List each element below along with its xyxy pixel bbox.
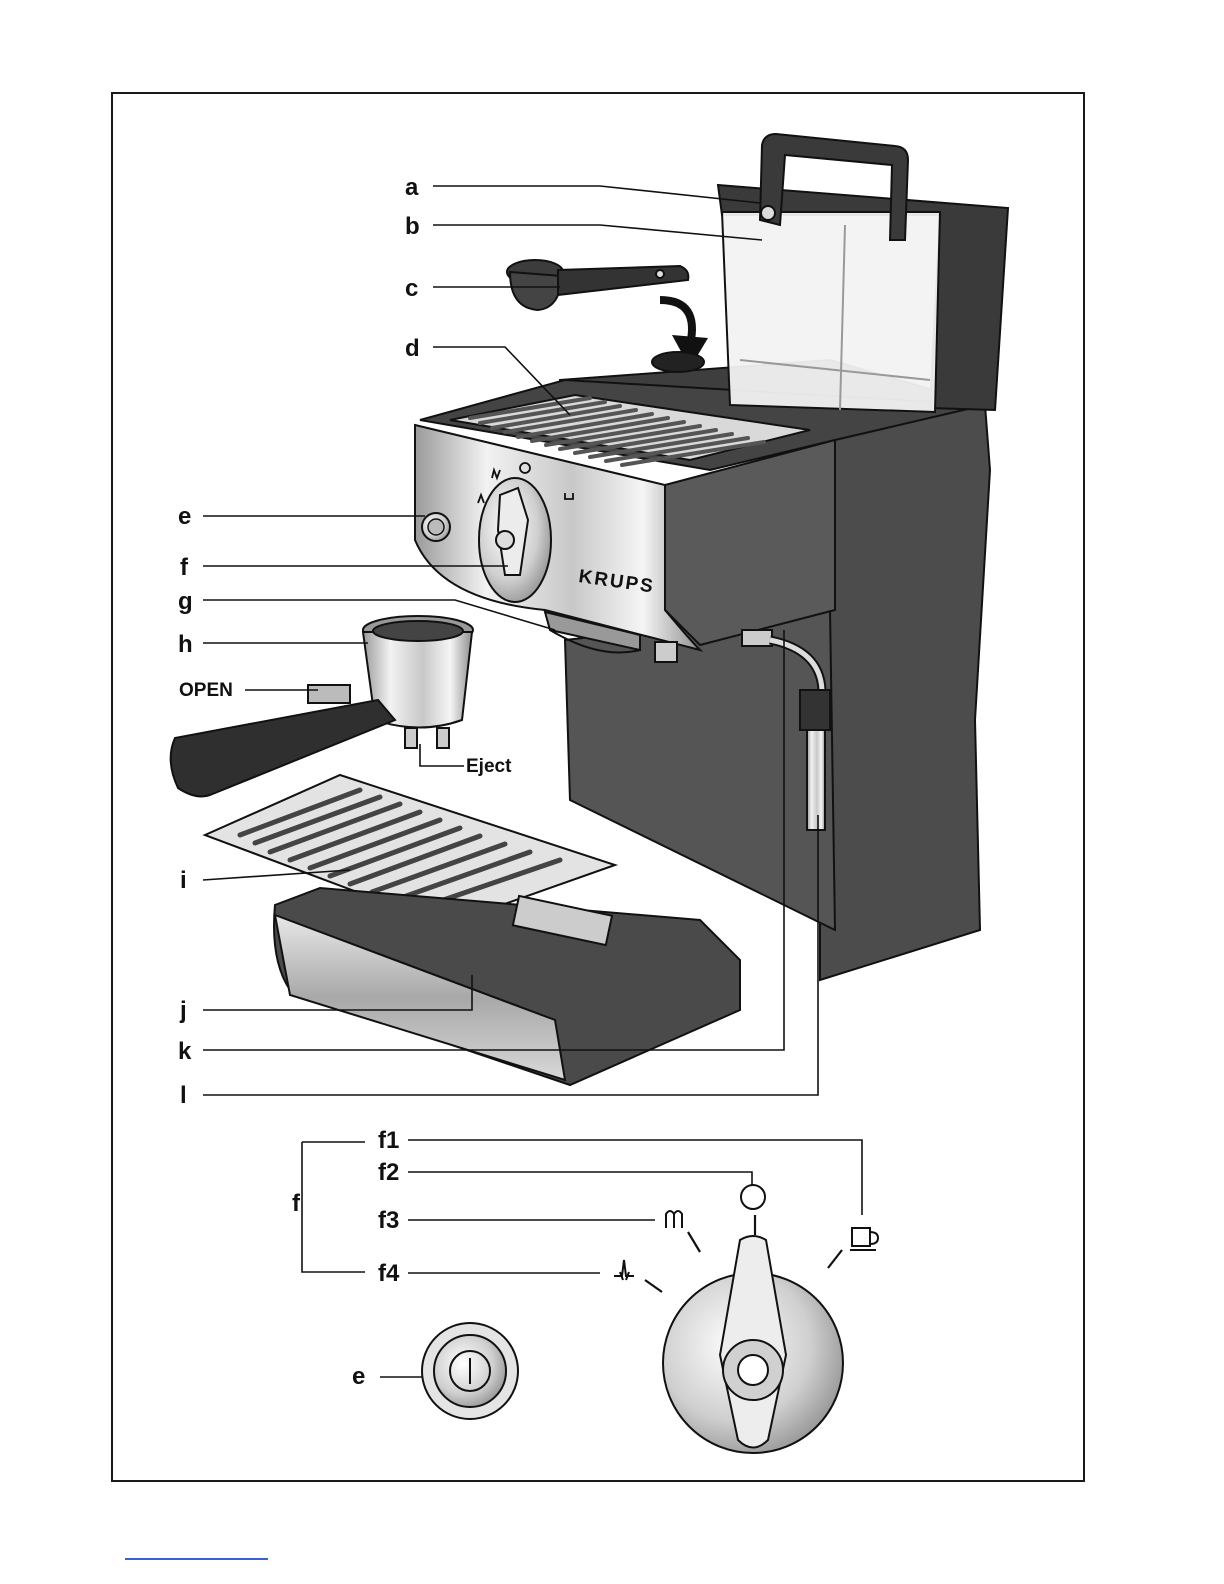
selector-knob-detail[interactable]	[663, 1236, 843, 1453]
label-e-detail: e	[352, 1365, 365, 1389]
label-f2: f2	[378, 1161, 399, 1185]
label-f3: f3	[378, 1209, 399, 1233]
label-f4: f4	[378, 1262, 399, 1286]
label-i: i	[180, 869, 187, 893]
footer-link-underline	[125, 1558, 268, 1560]
label-h: h	[178, 633, 193, 657]
label-open: OPEN	[179, 681, 233, 700]
selector-knob[interactable]	[479, 478, 551, 602]
label-b: b	[405, 215, 420, 239]
label-l: l	[180, 1084, 187, 1108]
label-j: j	[180, 999, 187, 1023]
label-g: g	[178, 590, 193, 614]
off-circle-icon	[741, 1185, 765, 1209]
label-f-group: f	[292, 1192, 300, 1216]
power-button-icon[interactable]	[422, 1323, 518, 1419]
label-e: e	[178, 505, 191, 529]
label-a: a	[405, 176, 418, 200]
label-d: d	[405, 337, 420, 361]
label-c: c	[405, 277, 418, 301]
label-f1: f1	[378, 1129, 399, 1153]
label-eject: Eject	[466, 757, 511, 776]
steam-icon	[666, 1211, 682, 1228]
label-f: f	[180, 556, 188, 580]
label-k: k	[178, 1040, 191, 1064]
hot-water-icon	[614, 1260, 634, 1280]
power-button[interactable]	[422, 513, 450, 541]
spoon-slot	[652, 352, 704, 372]
cup-icon	[850, 1228, 878, 1250]
drip-tray	[274, 888, 740, 1085]
